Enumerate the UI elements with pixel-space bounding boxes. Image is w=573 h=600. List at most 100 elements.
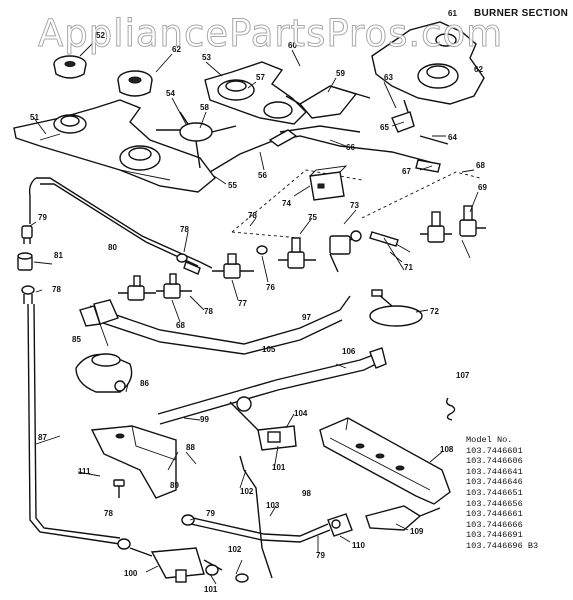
callout-98: 98 [302,489,311,498]
valve-68b [156,273,192,299]
callout-71: 71 [404,263,413,272]
broiler-burner-108 [319,417,451,505]
model-number: 103.7446656 [466,498,523,509]
model-number: 103.7446646 [466,477,523,488]
callout-69: 69 [478,183,487,192]
callout-103: 103 [266,501,280,510]
igniter-bracket-59 [285,85,371,119]
callout-102b: 102 [228,545,242,554]
callout-101a: 101 [272,463,286,472]
burner-base-right [371,21,485,105]
callout-63: 63 [384,73,393,82]
burner-base-center [204,61,307,125]
callout-86: 86 [140,379,149,388]
section-title: BURNER SECTION [474,8,569,19]
callout-55: 55 [228,181,237,190]
valve-68a [118,275,156,301]
callout-105: 105 [262,345,276,354]
callout-65: 65 [380,123,389,132]
callout-88: 88 [186,443,195,452]
callout-68: 68 [176,321,185,330]
model-number: 103.7446651 [466,487,523,498]
callout-51: 51 [30,113,39,122]
part-111 [113,479,125,498]
callout-78b: 78 [180,225,189,234]
valve-73 [329,230,362,273]
valve-77 [212,253,254,279]
gas-pipe-87 [27,303,121,545]
callout-78d: 78 [52,285,61,294]
model-heading: Model No. [466,435,513,445]
burner-cap-62 [117,70,153,97]
model-number: 103.7446641 [466,466,523,477]
callout-56: 56 [258,171,267,180]
callout-74: 74 [282,199,291,208]
model-number: 103.7446691 [466,530,523,541]
pressure-regulator-96 [75,353,133,393]
fitting-81 [17,252,33,271]
callout-79a: 79 [38,213,47,222]
fittings-101-102 [181,514,249,583]
fitting-78-left [21,285,35,304]
callout-100: 100 [124,569,138,578]
callout-66: 66 [346,143,355,152]
callout-62b: 62 [474,65,483,74]
callout-81: 81 [54,251,63,260]
part-110 [327,513,353,537]
callout-76: 76 [266,283,275,292]
spark-module-74 [309,165,348,201]
model-number-list: Model No. 103.7446601 103.7446606 103.74… [466,435,538,552]
burner-cap-52 [53,55,87,79]
callout-60: 60 [288,41,297,50]
igniter-109 [365,505,441,531]
manifold-85 [79,295,351,355]
callout-77: 77 [238,299,247,308]
callout-53: 53 [202,53,211,62]
gas-line-103 [181,455,331,579]
callout-59: 59 [336,69,345,78]
callout-61: 61 [448,9,457,18]
callout-72: 72 [430,307,439,316]
callout-75: 75 [308,213,317,222]
manifold-pipe-80 [28,177,213,269]
valves-right-69-70 [420,205,486,243]
callout-78c: 78 [204,307,213,316]
callout-54: 54 [166,89,175,98]
fittings-78-mid [176,245,268,275]
callout-78e: 78 [104,509,113,518]
model-number: 103.7446666 [466,519,523,530]
dashed-assembly-lines [231,169,481,239]
burner-tube-106 [157,347,387,425]
callout-78a: 78 [248,211,257,220]
callout-80: 80 [108,243,117,252]
callout-111: 111 [78,467,91,476]
bracket-104 [229,396,297,451]
model-number: 103.7446696 B3 [466,540,539,551]
model-number: 103.7446606 [466,456,523,467]
callout-101b: 101 [204,585,218,594]
callout-109: 109 [410,527,424,536]
wire-harness-72 [369,289,423,327]
model-number: 103.7446601 [466,445,523,456]
bracket-parts-63-65 [391,99,449,145]
callout-67: 67 [402,167,411,176]
cover-90 [90,425,177,499]
callout-labels: 51 52 62 53 54 58 57 55 56 60 59 66 61 6… [30,9,487,594]
callout-102a: 102 [240,487,254,496]
model-number: 103.7446661 [466,509,523,520]
burner-base-left [13,99,216,193]
fitting-79-top [21,225,33,244]
callout-89: 89 [170,481,179,490]
callout-57: 57 [256,73,265,82]
callout-58: 58 [200,103,209,112]
callout-64: 64 [448,133,457,142]
safety-valve-100 [117,538,223,583]
callout-104: 104 [294,409,308,418]
callout-79b: 79 [206,509,215,518]
callout-68-top: 68 [476,161,485,170]
callout-99: 99 [200,415,209,424]
gas-tubes [209,125,441,173]
callout-107: 107 [456,371,470,380]
spring-107 [445,397,456,421]
